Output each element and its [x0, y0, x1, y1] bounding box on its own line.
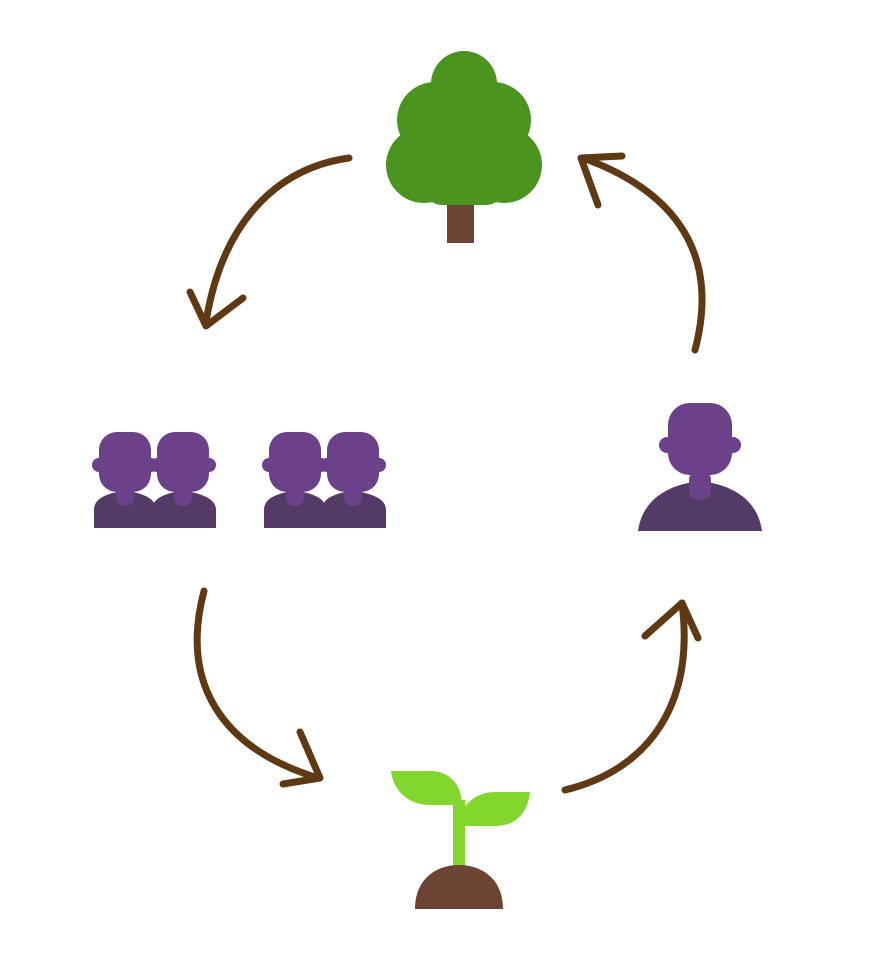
group-person-3 [262, 432, 328, 528]
sprout-icon [391, 771, 530, 909]
sprout-leaf-left [391, 771, 462, 805]
group-person-body [152, 492, 216, 528]
arrow-sprout-to-person [561, 599, 702, 794]
person-neck [689, 470, 711, 500]
group-person-2 [150, 432, 216, 528]
sprout-leaf-right [458, 792, 530, 826]
group-person-head [99, 432, 151, 492]
group-person-1 [92, 432, 158, 528]
person-head [668, 403, 732, 475]
arrow-person-to-tree [577, 152, 706, 354]
cycle-arrows [186, 152, 706, 794]
tree-icon [386, 51, 542, 243]
group-person-body [94, 492, 156, 528]
person-icon [638, 403, 762, 531]
tree-trunk [447, 198, 474, 243]
group-person-body [264, 492, 326, 528]
group-person-body [322, 492, 386, 528]
group-person-head [269, 432, 321, 492]
soil-mound [415, 865, 503, 909]
group-person-4 [320, 432, 386, 528]
people-group-icon [92, 432, 386, 528]
arrow-group-to-sprout [193, 587, 324, 788]
arrow-tree-to-group [186, 154, 353, 330]
person-body [638, 483, 762, 531]
tree-canopy [386, 51, 542, 205]
group-person-head [327, 432, 379, 492]
group-person-head [157, 432, 209, 492]
